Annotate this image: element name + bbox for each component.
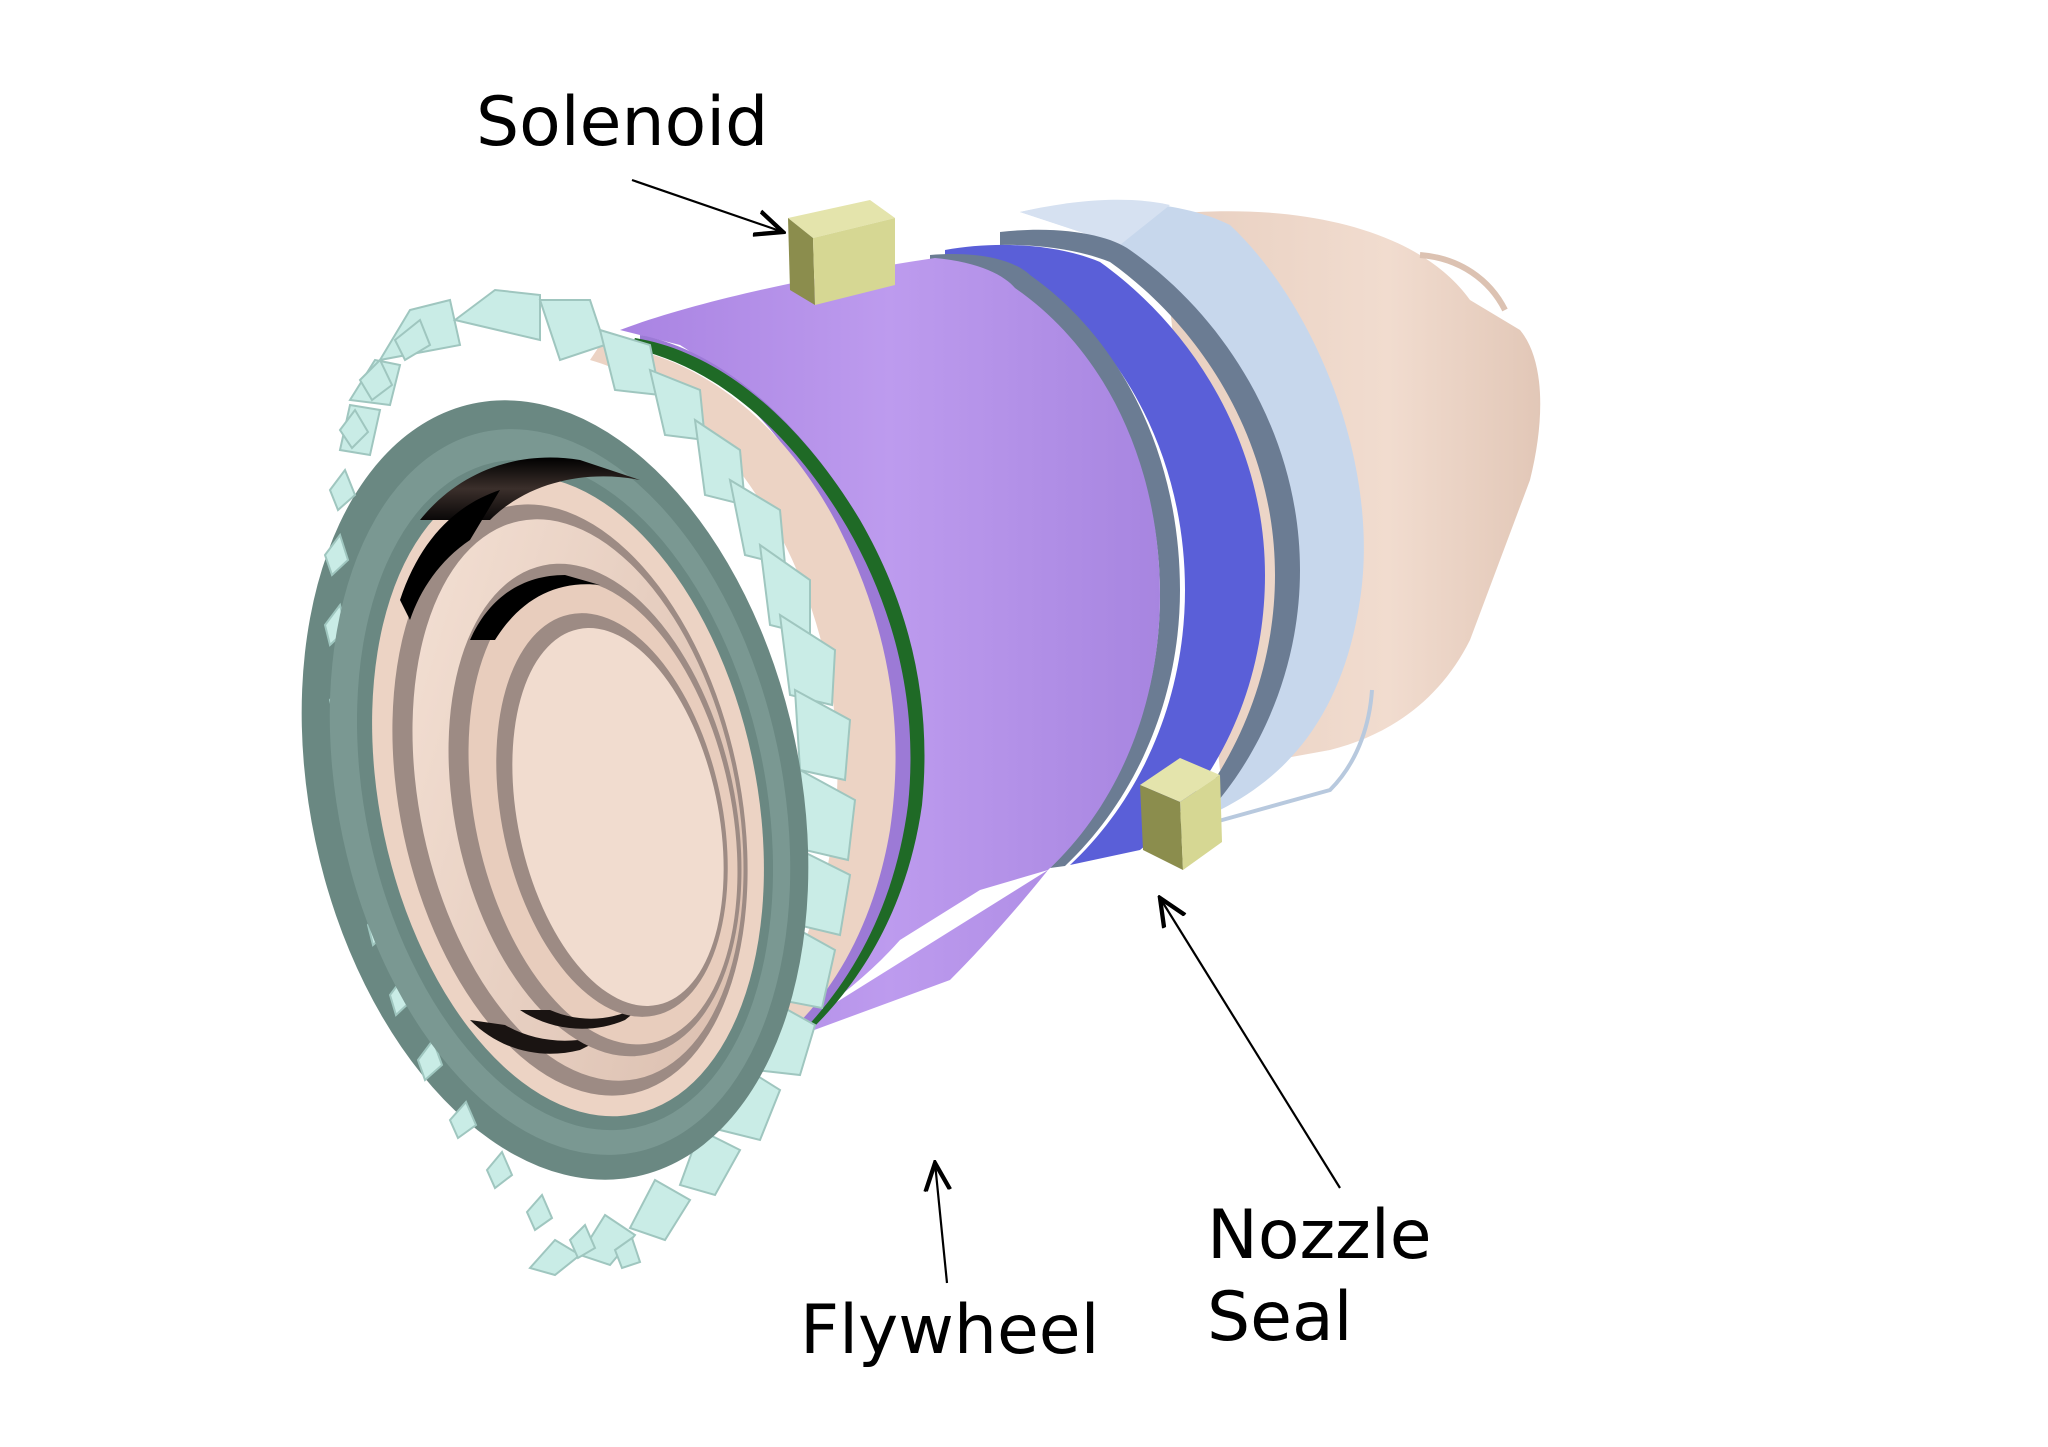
blue-band	[945, 244, 1265, 865]
grey-separator-ring-2	[930, 254, 1180, 869]
nozzle-label-line1: Nozzle	[1207, 1196, 1432, 1275]
grey-separator-ring	[1000, 229, 1300, 845]
flywheel-label: Flywheel	[800, 1291, 1100, 1370]
nozzle-arrow	[1160, 898, 1341, 1189]
flywheel-arrow	[935, 1163, 947, 1284]
nozzle-seal-label: Nozzle Seal	[1207, 1195, 1432, 1358]
nozzle-label-line2: Seal	[1207, 1277, 1353, 1357]
nozzle-seal-block	[1140, 758, 1222, 870]
inner-tube-assembly	[392, 457, 748, 1096]
solenoid-block	[788, 200, 895, 305]
front-face-plate	[590, 345, 896, 1050]
solenoid-arrow	[631, 178, 783, 232]
callout-arrows	[631, 178, 1341, 1284]
solenoid-label: Solenoid	[476, 83, 769, 162]
green-seal-ring	[630, 338, 925, 1044]
flywheel-teeth	[338, 288, 857, 1277]
